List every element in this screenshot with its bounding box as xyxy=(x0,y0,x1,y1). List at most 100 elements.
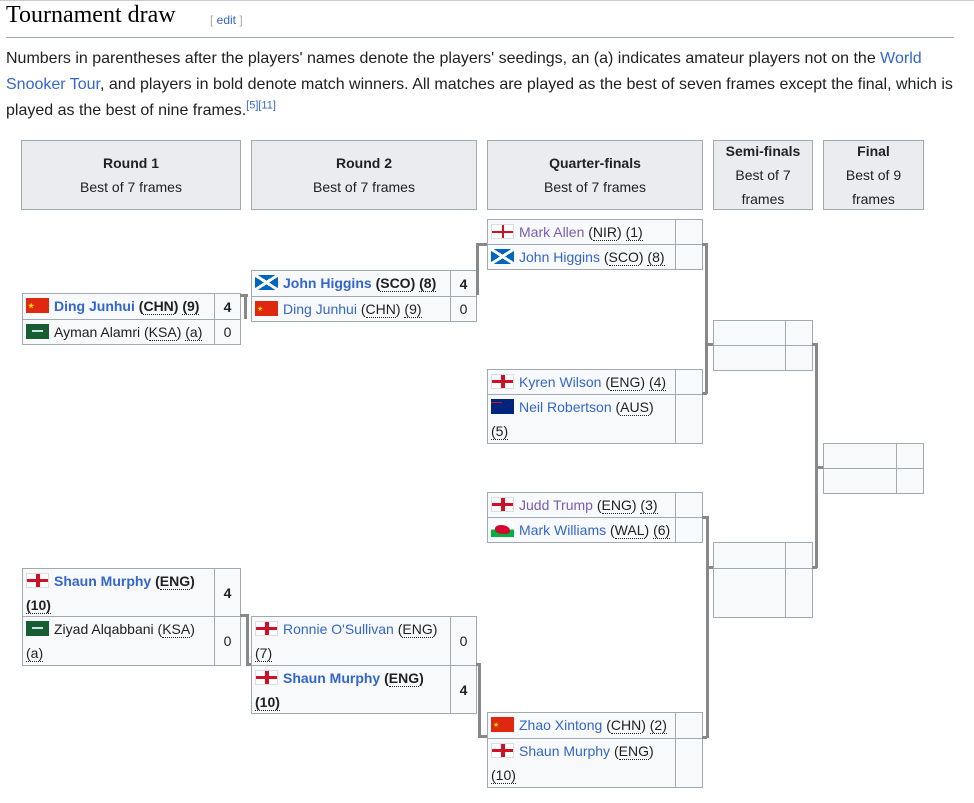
connector xyxy=(815,343,818,568)
player-cell: Ding Junhui (CHN) (9) xyxy=(23,294,214,319)
flag-ksa-icon xyxy=(26,621,49,636)
score-cell xyxy=(785,346,812,370)
country-code: NIR xyxy=(592,224,618,241)
connector xyxy=(246,614,249,665)
player-row: Ronnie O'Sullivan (ENG) (7)0 xyxy=(252,617,476,665)
player-row: Judd Trump (ENG) (3) xyxy=(488,493,702,517)
round-name: Semi-finals xyxy=(725,143,801,159)
player-cell: Mark Allen (NIR) (1) xyxy=(488,220,675,244)
player-name[interactable]: Shaun Murphy xyxy=(283,670,381,686)
player-cell: Shaun Murphy (ENG) (10) xyxy=(491,743,654,784)
round-name: Final xyxy=(857,143,890,159)
divider xyxy=(6,37,954,38)
player-cell: Ding Junhui (CHN) (9) xyxy=(252,297,450,321)
score-cell xyxy=(675,739,702,787)
flag-wal-icon xyxy=(491,522,514,537)
player-seed: (6) xyxy=(653,522,671,539)
player-name[interactable]: Mark Allen xyxy=(519,224,585,240)
player-cell: Ayman Alamri (KSA) (a) xyxy=(23,320,214,344)
score-cell xyxy=(785,569,812,617)
player-seed: (3) xyxy=(640,497,658,514)
flag-chn-icon xyxy=(26,298,49,313)
match-qf4: Zhao Xintong (CHN) (2) Shaun Murphy (ENG)… xyxy=(487,712,703,788)
flag-chn-icon xyxy=(255,301,278,316)
player-name[interactable]: John Higgins xyxy=(519,249,600,265)
player-row: Ziyad Alqabbani (KSA) (a)0 xyxy=(23,616,240,665)
score-cell xyxy=(896,444,923,468)
round-name: Round 2 xyxy=(336,155,392,171)
round-format: Best of 7 frames xyxy=(80,179,182,195)
match-qf3: Judd Trump (ENG) (3)Mark Williams (WAL) … xyxy=(487,492,703,543)
player-name[interactable]: Ding Junhui xyxy=(54,298,135,314)
score-cell xyxy=(675,370,702,394)
score-cell: 4 xyxy=(214,294,240,319)
player-seed: (9) xyxy=(404,301,422,318)
player-name[interactable]: Kyren Wilson xyxy=(519,374,602,390)
player-row: Mark Allen (NIR) (1) xyxy=(488,220,702,244)
score-cell: 0 xyxy=(450,617,476,665)
country-code: SCO xyxy=(380,275,411,292)
player-name[interactable]: Neil Robertson xyxy=(519,399,612,415)
player-name[interactable]: Judd Trump xyxy=(519,497,593,513)
player-seed: (1) xyxy=(625,224,643,241)
player-cell: John Higgins (SCO) (8) xyxy=(488,245,675,269)
player-seed: (2) xyxy=(649,717,667,734)
references-link[interactable]: [5][11] xyxy=(246,99,276,112)
score-cell xyxy=(785,543,812,568)
player-cell xyxy=(824,444,896,468)
player-row xyxy=(714,568,812,617)
player-cell: Zhao Xintong (CHN) (2) xyxy=(488,713,675,738)
score-cell xyxy=(675,713,702,738)
player-row: Mark Williams (WAL) (6) xyxy=(488,517,702,542)
player-row xyxy=(714,321,812,345)
player-name[interactable]: John Higgins xyxy=(283,275,372,291)
connector xyxy=(246,663,251,666)
player-row: Shaun Murphy (ENG) (10) xyxy=(488,738,702,787)
player-name[interactable]: Ronnie O'Sullivan xyxy=(283,621,394,637)
flag-eng-icon xyxy=(491,743,514,758)
player-seed: (10) xyxy=(491,767,516,784)
player-name[interactable]: Mark Williams xyxy=(519,522,607,538)
player-row: John Higgins (SCO) (8)4 xyxy=(252,271,476,296)
country-code: ENG xyxy=(388,670,420,687)
player-name[interactable]: Shaun Murphy xyxy=(54,573,152,589)
player-row: Shaun Murphy (ENG) (10)4 xyxy=(23,569,240,616)
player-seed: (8) xyxy=(647,249,665,266)
match-qf1: Mark Allen (NIR) (1)John Higgins (SCO) (… xyxy=(487,219,703,270)
connector xyxy=(812,566,817,569)
player-seed: (4) xyxy=(648,374,667,391)
player-name: Ayman Alamri xyxy=(54,324,141,340)
round-format: Best of 7 frames xyxy=(313,179,415,195)
flag-eng-icon xyxy=(491,374,514,389)
player-row: Ding Junhui (CHN) (9)0 xyxy=(252,296,476,321)
edit-section: [ edit ] xyxy=(210,13,243,27)
player-name[interactable]: Shaun Murphy xyxy=(519,743,611,759)
match-r2m1: John Higgins (SCO) (8)4Ding Junhui (CHN)… xyxy=(251,270,477,322)
player-row: John Higgins (SCO) (8) xyxy=(488,244,702,269)
edit-link[interactable]: edit xyxy=(216,13,237,27)
player-name[interactable]: Zhao Xintong xyxy=(519,717,603,733)
country-code: CHN xyxy=(610,717,642,734)
player-cell: Kyren Wilson (ENG) (4) xyxy=(488,370,675,394)
match-final xyxy=(823,443,924,494)
flag-chn-icon xyxy=(491,717,514,732)
score-cell: 4 xyxy=(450,666,476,713)
flag-ksa-icon xyxy=(26,324,49,339)
score-cell xyxy=(675,493,702,517)
country-code: ENG xyxy=(610,374,641,391)
player-cell: Shaun Murphy (ENG) (10) xyxy=(26,573,195,614)
world-snooker-tour-link[interactable]: World Snooker Tour xyxy=(6,50,922,93)
player-row: Zhao Xintong (CHN) (2) xyxy=(488,713,702,738)
country-code: ENG xyxy=(601,497,632,514)
flag-eng-icon xyxy=(26,573,49,588)
round-name: Round 1 xyxy=(103,155,159,171)
player-seed: (10) xyxy=(26,597,51,614)
player-name[interactable]: Ding Junhui xyxy=(283,301,357,317)
country-code: SCO xyxy=(608,249,639,266)
player-cell: Mark Williams (WAL) (6) xyxy=(488,518,675,542)
country-code: CHN xyxy=(365,301,396,318)
connector xyxy=(702,392,707,395)
player-row: Ayman Alamri (KSA) (a)0 xyxy=(23,319,240,344)
flag-nir-icon xyxy=(491,224,514,239)
